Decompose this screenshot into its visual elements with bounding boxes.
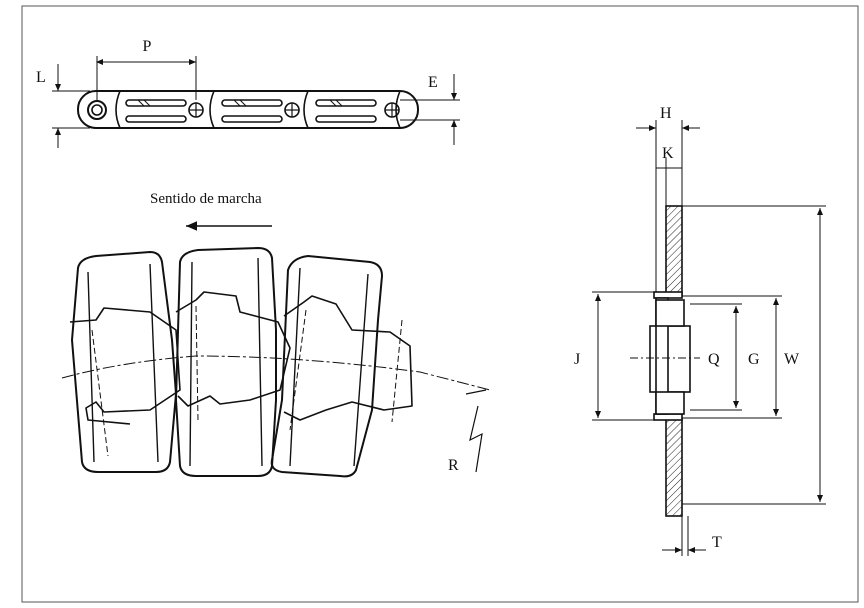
dimension-e	[400, 74, 460, 145]
label-j: J	[574, 351, 580, 368]
label-k: K	[662, 145, 674, 162]
section-view	[649, 205, 691, 517]
dimension-q	[690, 303, 742, 411]
chain-centerline	[61, 355, 491, 391]
label-r: R	[448, 457, 459, 474]
chain-plan-view	[69, 247, 413, 478]
label-g: G	[748, 351, 760, 368]
dimension-h	[636, 120, 700, 292]
dimension-g	[682, 295, 782, 419]
chain-side-view	[77, 90, 419, 129]
direction-caption: Sentido de marcha	[150, 191, 262, 207]
label-e: E	[428, 74, 438, 91]
dimension-l	[52, 64, 90, 148]
label-l: L	[36, 69, 46, 86]
dimension-p	[96, 56, 197, 100]
label-w: W	[784, 351, 800, 368]
label-h: H	[660, 105, 672, 122]
dimension-j	[592, 291, 656, 421]
label-q: Q	[708, 351, 720, 368]
dimension-w	[682, 205, 826, 505]
drawing-frame	[21, 5, 859, 603]
dimension-t	[662, 516, 706, 556]
radius-indicator	[465, 389, 487, 473]
dimension-k	[656, 158, 682, 206]
label-t: T	[712, 534, 722, 551]
label-p: P	[143, 38, 152, 55]
